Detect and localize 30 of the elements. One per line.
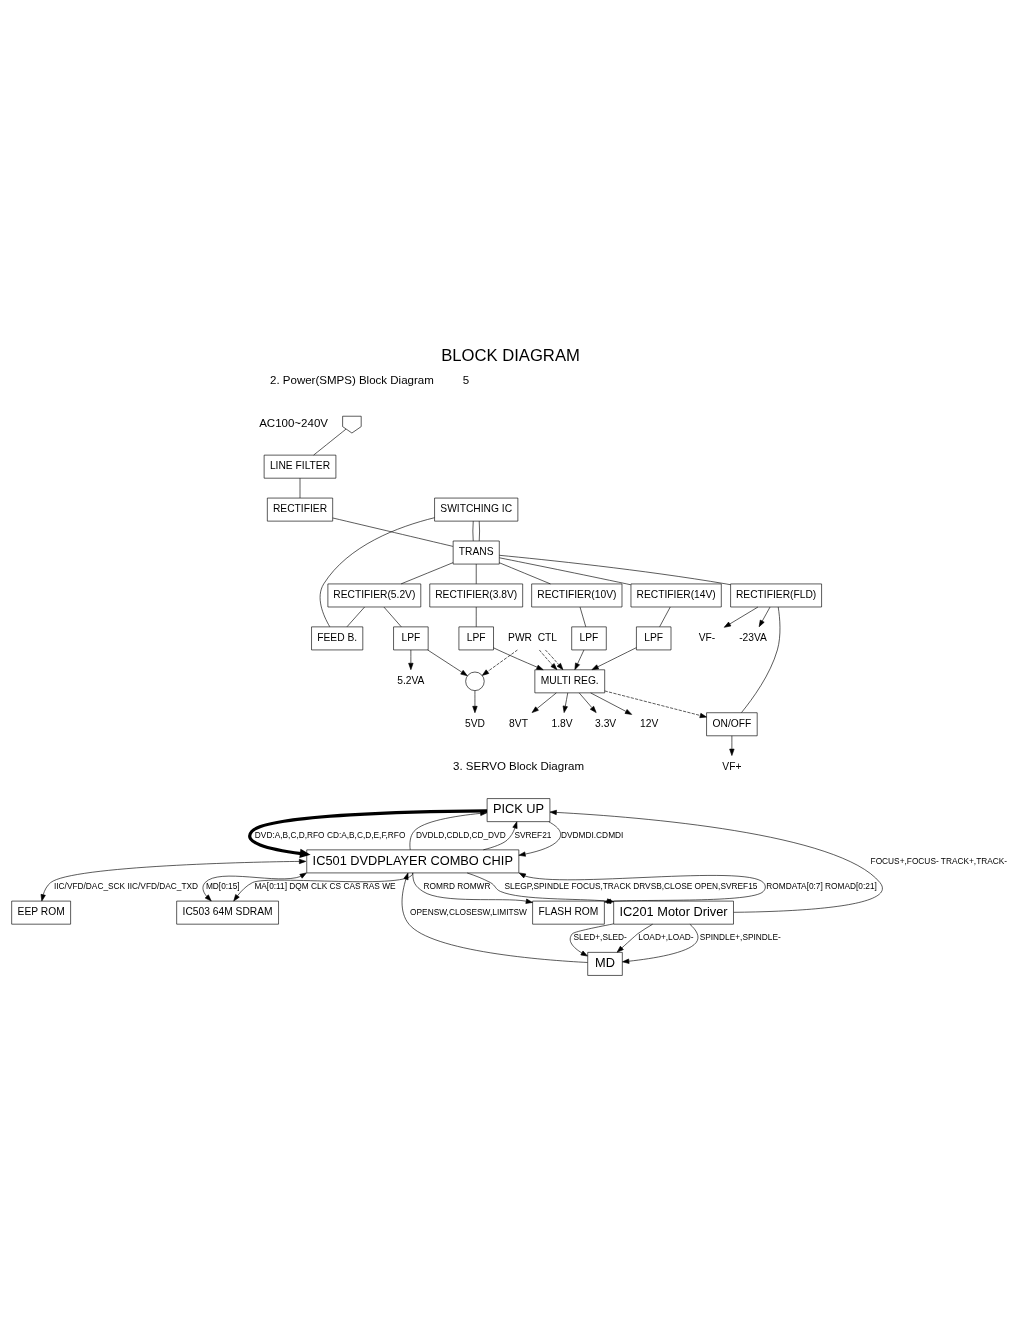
node-text: 5.2VA <box>396 674 424 686</box>
edge-label: MA[0:11] DQM CLK CS CAS RAS WE <box>253 881 396 892</box>
node-text: PWR CTL <box>507 631 557 643</box>
edge-label: DVDLD,CDLD,CD_DVD <box>415 829 506 840</box>
edge-label: SLEGP,SPINDLE FOCUS,TRACK DRVSB,CLOSE OPEN,SVREF15 <box>504 881 757 892</box>
edge-label: ROMDATA[0:7] ROMAD[0:21] <box>765 881 877 892</box>
edge-label: SLED+,SLED- <box>573 932 627 943</box>
label: 2. Power(SMPS) Block Diagram <box>269 373 434 386</box>
diagram-title: BLOCK DIAGRAM <box>440 346 580 366</box>
label: 5 <box>462 373 469 386</box>
node-text: 1.8V <box>551 717 573 729</box>
edge-label: IIC/VFD/DAC_SCK IIC/VFD/DAC_TXD <box>53 881 198 892</box>
label: 3. SERVO Block Diagram <box>452 760 584 773</box>
edge-label: DVDMDI.CDMDI <box>560 829 623 840</box>
edge-label: OPENSW,CLOSESW,LIMITSW <box>409 906 527 917</box>
node-text: 5VD <box>464 717 485 729</box>
node-text: 12V <box>639 717 658 729</box>
node-text: 3.3V <box>594 717 616 729</box>
edge-label: DVD:A,B,C,D,RFO CD:A,B,C,D,E,F,RFO <box>254 829 405 840</box>
node-text: VF- <box>698 631 715 643</box>
edge-label: MD[0:15] <box>205 881 240 892</box>
edge-label: ROMRD ROMWR <box>423 881 490 892</box>
label: AC100~240V <box>258 416 328 429</box>
edge-label: FOCUS+,FOCUS- TRACK+,TRACK- <box>870 855 1007 866</box>
node-text: VF+ <box>721 760 741 772</box>
edge-label: SVREF21 <box>513 829 551 840</box>
node-text: 8VT <box>508 717 528 729</box>
node-text: -23VA <box>738 631 767 643</box>
edge-label: SPINDLE+,SPINDLE- <box>699 932 781 943</box>
edge-label: LOAD+,LOAD- <box>637 932 693 943</box>
